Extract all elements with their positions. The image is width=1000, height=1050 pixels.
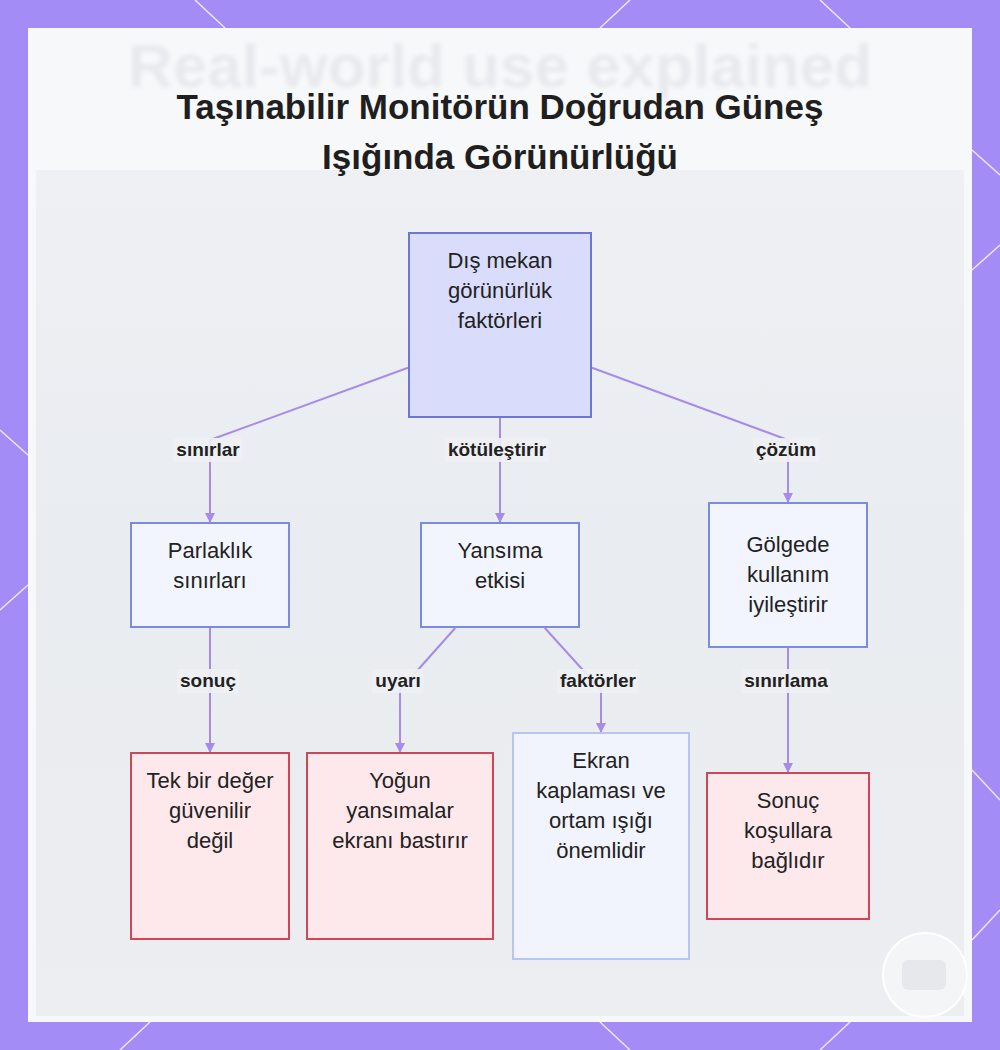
edge-label: kötüleştirir xyxy=(445,438,549,462)
edge-label: sınırlar xyxy=(173,438,242,462)
process-box: Dış mekan görünürlük faktörleri xyxy=(408,232,592,418)
node-text: Yoğun yansımalar ekranı bastırır xyxy=(322,766,478,856)
diagram-title: Taşınabilir Monitörün Doğrudan Güneş Işı… xyxy=(120,82,880,182)
node-text: Parlaklık sınırları xyxy=(146,536,274,596)
edge-label: sonuç xyxy=(177,669,239,693)
corner-icon xyxy=(880,930,970,1020)
process-box: Parlaklık sınırları xyxy=(130,522,290,628)
connector-line xyxy=(787,648,789,772)
connector-line xyxy=(499,418,501,522)
edge-label: sınırlama xyxy=(741,669,830,693)
process-box: Tek bir değer güvenilir değil xyxy=(130,752,290,940)
edge-label: çözüm xyxy=(753,438,819,462)
node-text: Gölgede kullanım iyileştirir xyxy=(724,530,852,620)
node-text: Sonuç koşullara bağlıdır xyxy=(722,786,854,876)
process-box: Yansıma etkisi xyxy=(420,522,580,628)
node-text: Yansıma etkisi xyxy=(436,536,564,596)
connector-line xyxy=(592,368,788,502)
edge-label: uyarı xyxy=(372,669,423,693)
process-box: Ekran kaplaması ve ortam ışığı önemlidir xyxy=(512,732,690,960)
node-text: Dış mekan görünürlük faktörleri xyxy=(424,246,576,336)
process-box: Gölgede kullanım iyileştirir xyxy=(708,502,868,648)
node-text: Tek bir değer güvenilir değil xyxy=(146,766,274,856)
process-box: Yoğun yansımalar ekranı bastırır xyxy=(306,752,494,940)
node-text: Ekran kaplaması ve ortam ışığı önemlidir xyxy=(528,746,674,866)
edge-label: faktörler xyxy=(557,669,639,693)
process-box: Sonuç koşullara bağlıdır xyxy=(706,772,870,920)
